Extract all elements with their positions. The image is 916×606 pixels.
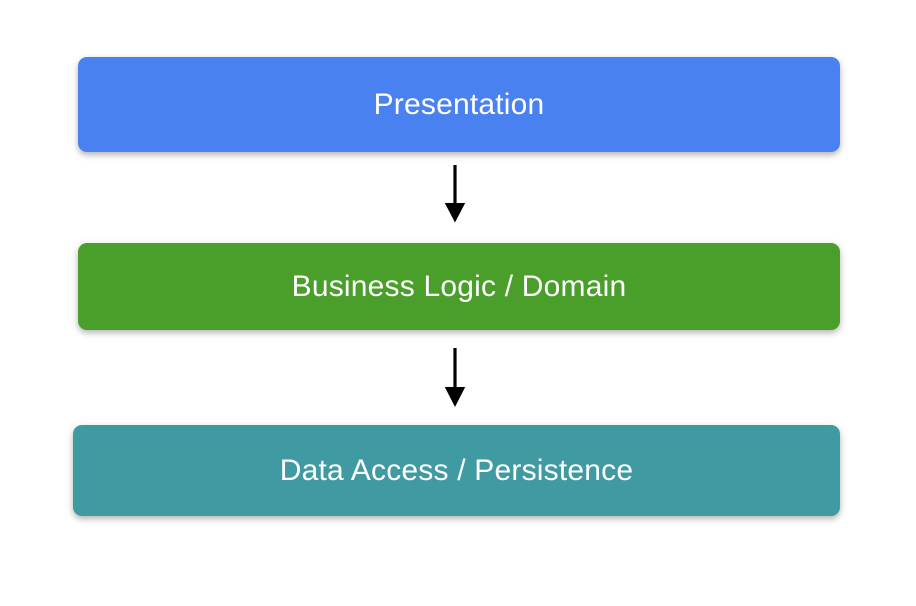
layer-box-data-access[interactable]: Data Access / Persistence bbox=[73, 425, 840, 516]
down-arrow-icon-presentation-to-business bbox=[444, 165, 466, 223]
arrow-head bbox=[444, 203, 466, 223]
down-arrow-icon-business-to-data bbox=[444, 348, 466, 407]
layer-box-presentation[interactable]: Presentation bbox=[78, 57, 840, 152]
layer-box-business-logic[interactable]: Business Logic / Domain bbox=[78, 243, 840, 330]
layer-label-data-access: Data Access / Persistence bbox=[279, 453, 634, 487]
arrow-head bbox=[444, 387, 466, 407]
layer-label-presentation: Presentation bbox=[373, 87, 545, 121]
layer-label-business-logic: Business Logic / Domain bbox=[291, 269, 627, 303]
